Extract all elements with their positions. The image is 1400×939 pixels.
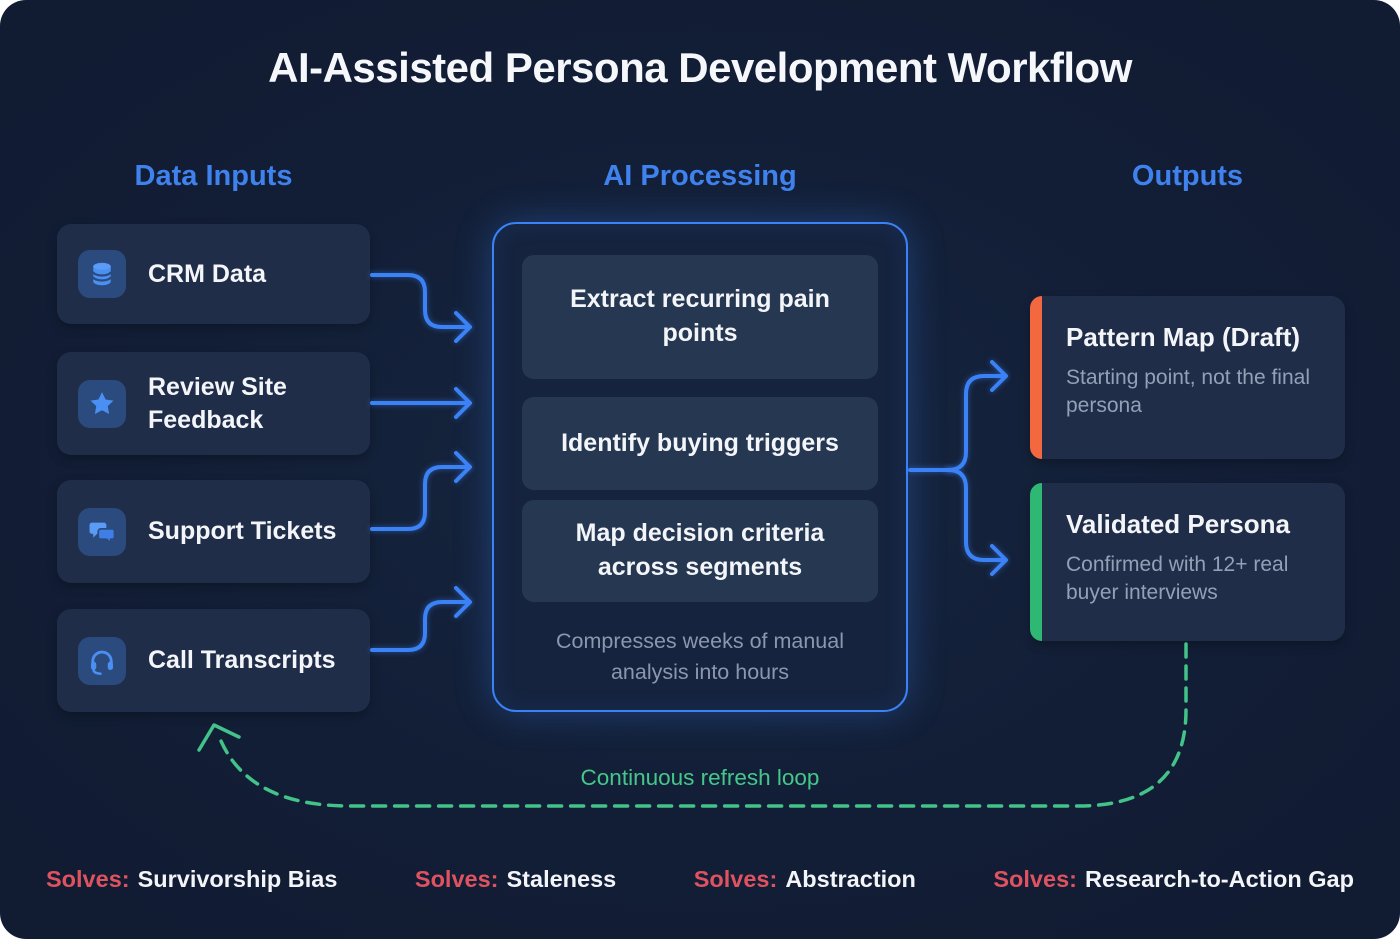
processing-caption: Compresses weeks of manual analysis into… bbox=[556, 629, 844, 685]
arrow-head-icon bbox=[454, 451, 472, 483]
headset-icon bbox=[78, 636, 126, 685]
output-subtitle: Confirmed with 12+ real buyer interviews bbox=[1066, 553, 1289, 605]
page-title: AI-Assisted Persona Development Workflow bbox=[268, 44, 1132, 91]
input-card-review-site-feedback: Review Site Feedback bbox=[57, 352, 370, 455]
solve-prefix: Solves: bbox=[993, 866, 1077, 892]
input-label: Call Transcripts bbox=[148, 646, 336, 674]
input-label: Support Tickets bbox=[148, 517, 337, 545]
processing-step: Extract recurring pain points bbox=[522, 255, 878, 379]
solve-prefix: Solves: bbox=[693, 866, 778, 892]
input-card-support-tickets: Support Tickets bbox=[57, 480, 370, 583]
ai-processing-box: Extract recurring pain points Identify b… bbox=[492, 222, 908, 712]
green-accent-bar bbox=[1030, 483, 1042, 641]
processing-step: Map decision criteria across segments bbox=[522, 500, 878, 602]
output-card-validated-persona: Validated Persona Confirmed with 12+ rea… bbox=[1030, 483, 1345, 641]
chat-icon bbox=[78, 507, 126, 556]
input-label: Review Site Feedback bbox=[148, 372, 287, 434]
column-header-outputs: Outputs bbox=[1131, 160, 1244, 192]
arrow-head-icon bbox=[454, 586, 472, 618]
input-card-call-transcripts: Call Transcripts bbox=[57, 609, 370, 712]
loop-arrow-head-icon bbox=[197, 723, 241, 752]
arrow-head-icon bbox=[990, 544, 1008, 576]
orange-accent-bar bbox=[1030, 296, 1042, 459]
solve-label: Survivorship Bias bbox=[137, 866, 338, 892]
solve-prefix: Solves: bbox=[46, 866, 130, 892]
column-header-ai-processing: AI Processing bbox=[603, 160, 797, 192]
processing-step: Identify buying triggers bbox=[522, 397, 878, 490]
input-label: CRM Data bbox=[148, 259, 267, 288]
solve-item: Solves: Staleness bbox=[415, 866, 616, 893]
solve-prefix: Solves: bbox=[414, 866, 499, 892]
arrow-head-icon bbox=[454, 387, 472, 419]
solve-label: Abstraction bbox=[785, 866, 916, 892]
refresh-loop-label: Continuous refresh loop bbox=[580, 765, 820, 790]
solves-footer: Solves: Survivorship Bias Solves: Stalenes… bbox=[0, 866, 1400, 893]
output-title: Pattern Map (Draft) bbox=[1066, 322, 1301, 352]
input-card-crm-data: CRM Data bbox=[57, 224, 370, 324]
solve-item: Solves: Research-to-Action Gap bbox=[993, 866, 1354, 893]
solve-item: Solves: Abstraction bbox=[694, 866, 916, 893]
output-subtitle: Starting point, not the final persona bbox=[1066, 366, 1310, 418]
output-title: Validated Persona bbox=[1066, 509, 1290, 539]
solve-label: Staleness bbox=[506, 866, 617, 892]
column-header-data-inputs: Data Inputs bbox=[134, 160, 293, 192]
solve-item: Solves: Survivorship Bias bbox=[46, 866, 337, 893]
output-card-pattern-map: Pattern Map (Draft) Starting point, not … bbox=[1030, 296, 1345, 459]
arrow-head-icon bbox=[990, 360, 1008, 392]
arrow-head-icon bbox=[454, 311, 472, 343]
solve-label: Research-to-Action Gap bbox=[1084, 866, 1354, 892]
database-icon bbox=[78, 250, 126, 298]
star-icon bbox=[78, 379, 126, 428]
